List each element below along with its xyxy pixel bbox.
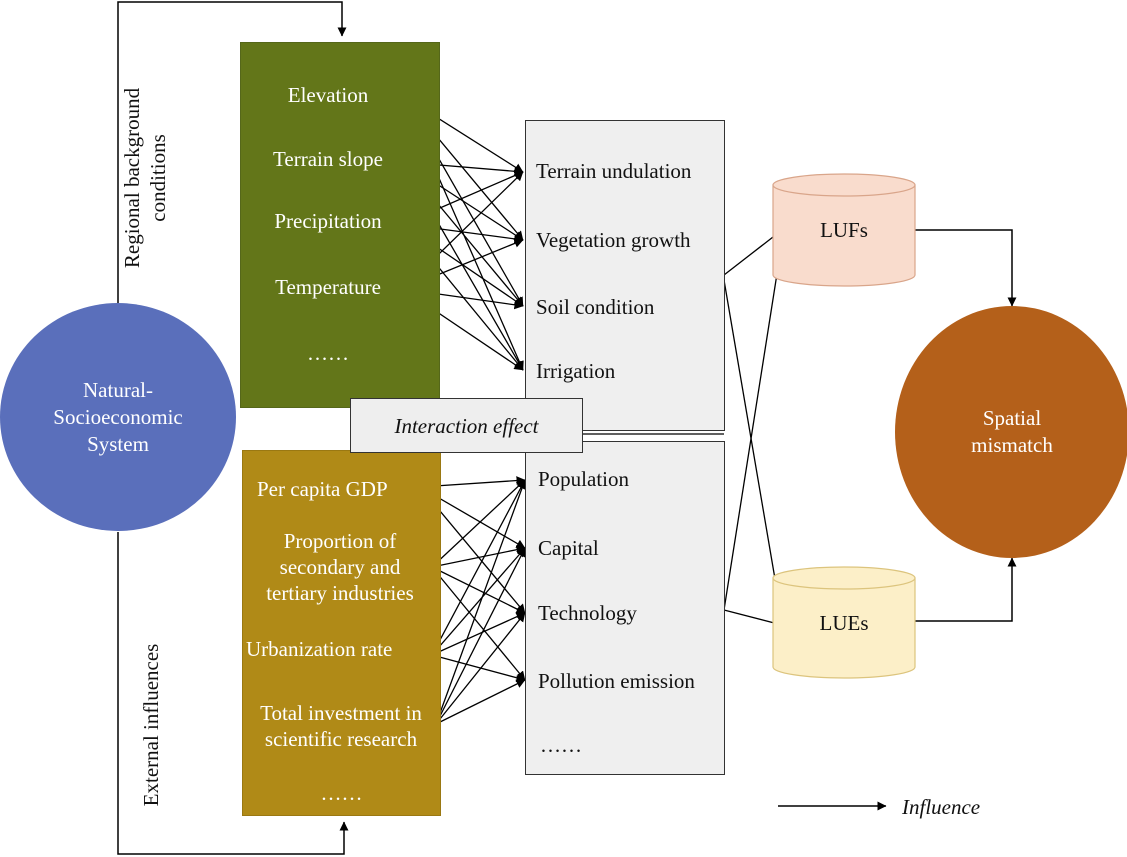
external-factors-box xyxy=(242,450,441,816)
factor-terrain-slope: Terrain slope xyxy=(273,147,383,171)
outcome-vegetation-growth: Vegetation growth xyxy=(536,228,691,252)
outcome-population: Population xyxy=(538,467,630,491)
lufs-cylinder xyxy=(772,173,916,287)
socio-outcomes-box xyxy=(525,441,725,775)
factor-temperature: Temperature xyxy=(275,275,381,299)
factor-industry-structure: Proportion of secondary and tertiary ind… xyxy=(266,529,414,605)
factor-research-investment: Total investment in scientific research xyxy=(260,701,422,751)
factor-elevation: Elevation xyxy=(287,83,369,107)
lufs-to-mismatch-arrow xyxy=(915,229,1017,307)
system-circle: Natural- Socioeconomic System xyxy=(0,303,236,531)
factor-ellipsis-external: …… xyxy=(320,781,363,805)
natural-outcomes-box xyxy=(525,120,725,431)
bottom-frame-arrow xyxy=(117,532,349,855)
outcome-soil-condition: Soil condition xyxy=(536,295,655,319)
interaction-effect-box: Interaction effect xyxy=(350,398,583,453)
outcome-pollution-emission: Pollution emission xyxy=(538,669,695,693)
factor-precipitation: Precipitation xyxy=(274,209,382,233)
lues-to-mismatch-arrow xyxy=(915,557,1017,622)
top-frame-arrow xyxy=(117,1,347,303)
lufs-label: LUFs xyxy=(820,218,868,242)
spatial-mismatch-circle: Spatial mismatch xyxy=(895,306,1127,558)
outcome-arrows xyxy=(723,229,786,628)
legend-label: Influence xyxy=(902,795,981,819)
outcome-irrigation: Irrigation xyxy=(536,359,616,383)
outcome-terrain-undulation: Terrain undulation xyxy=(536,159,692,183)
side-label-regional: Regional background conditions xyxy=(120,87,170,269)
outcome-ellipsis: …… xyxy=(540,733,582,757)
outcome-technology: Technology xyxy=(538,601,637,625)
factor-ellipsis-regional: …… xyxy=(307,341,349,365)
lues-cylinder xyxy=(772,566,916,679)
factor-urbanization: Urbanization rate xyxy=(246,637,393,661)
regional-factors-box xyxy=(240,42,440,408)
factor-gdp: Per capita GDP xyxy=(257,477,388,501)
outcome-capital: Capital xyxy=(538,536,599,560)
side-label-external: External influences xyxy=(139,643,163,807)
lues-label: LUEs xyxy=(819,611,869,635)
